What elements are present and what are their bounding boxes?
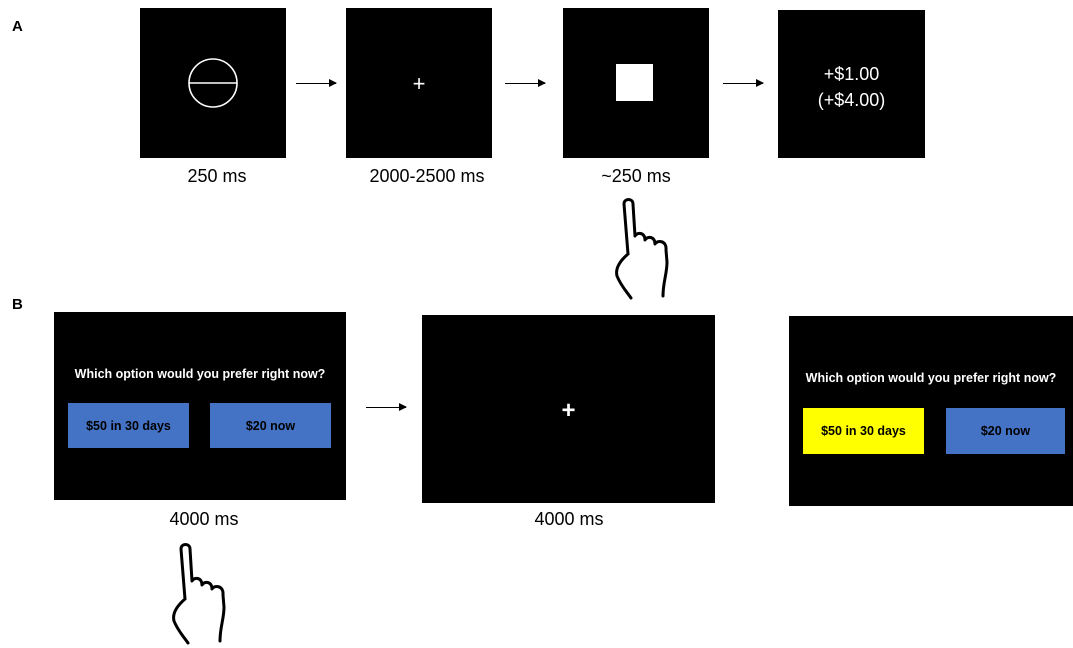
feedback-question: Which option would you prefer right now? <box>805 371 1057 385</box>
fixation-cross: + <box>412 71 426 96</box>
feedback-screen: Which option would you prefer right now?… <box>789 316 1073 506</box>
white-square-target-icon <box>616 64 653 101</box>
circle-cue-icon <box>188 58 238 108</box>
option-later-button: $50 in 30 days <box>68 403 189 448</box>
fixation-screen: + <box>346 8 492 158</box>
pointing-hand-icon <box>172 543 226 645</box>
arrow-icon <box>296 79 337 87</box>
option-now-button: $20 now <box>210 403 331 448</box>
option-now-button: $20 now <box>946 408 1065 454</box>
arrow-icon <box>505 79 546 87</box>
caption-fixation-duration: 2000-2500 ms <box>369 166 485 186</box>
target-screen <box>563 8 709 158</box>
panel-label-a: A <box>12 18 23 35</box>
arrow-icon <box>723 79 764 87</box>
arrow-icon <box>366 403 407 411</box>
reward-screen: +$1.00 (+$4.00) <box>778 10 925 158</box>
selected-option-later: $50 in 30 days <box>803 408 924 454</box>
fixation-screen: + <box>422 315 715 503</box>
caption-target-duration: ~250 ms <box>601 166 671 186</box>
cue-screen <box>140 8 286 158</box>
fixation-cross: + <box>561 397 576 424</box>
reward-total: (+$4.00) <box>817 90 886 110</box>
choice-screen: Which option would you prefer right now?… <box>54 312 346 500</box>
reward-amount: +$1.00 <box>823 64 880 84</box>
caption-choice-duration: 4000 ms <box>169 509 239 529</box>
caption-fixation-duration: 4000 ms <box>534 509 604 529</box>
choice-question: Which option would you prefer right now? <box>74 367 326 381</box>
caption-cue-duration: 250 ms <box>187 166 247 186</box>
panel-label-b: B <box>12 296 23 313</box>
pointing-hand-icon <box>615 198 669 300</box>
